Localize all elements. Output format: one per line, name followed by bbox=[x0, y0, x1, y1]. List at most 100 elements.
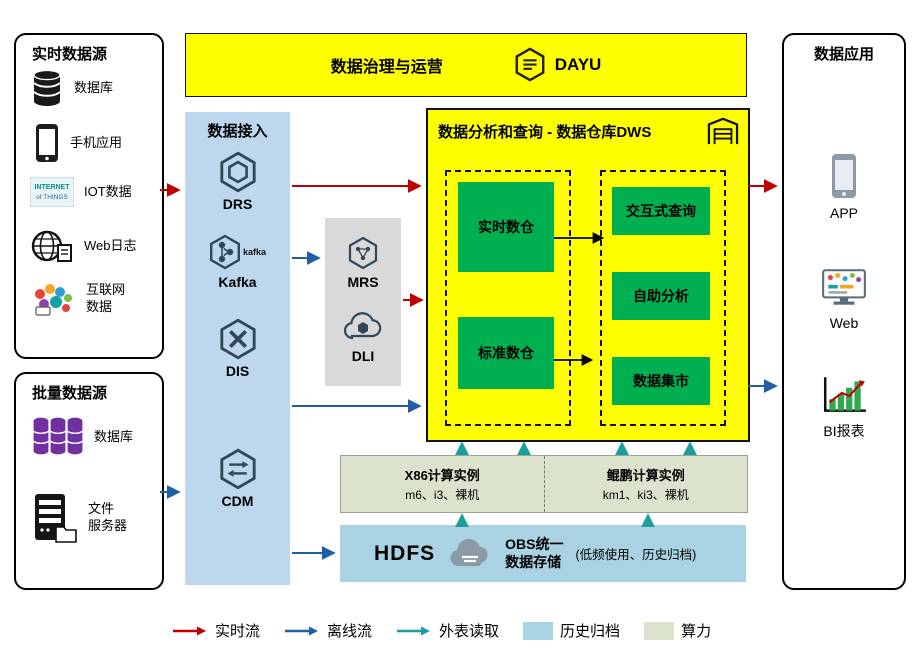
processing-item-mrs: MRS bbox=[325, 236, 401, 290]
source-item-label: 数据库 bbox=[94, 428, 134, 444]
legend-item-realtime: 实时流 bbox=[172, 620, 260, 641]
ingestion-item-cdm: CDM bbox=[185, 447, 290, 509]
dayu-logo-icon bbox=[515, 47, 545, 82]
application-item-app: APP bbox=[784, 153, 904, 221]
ingestion-item-drs: DRS bbox=[185, 150, 290, 212]
storage-box: HDFS OBS统一 数据存储 (低频使用、历史归档) bbox=[340, 525, 746, 582]
warehouse-icon bbox=[707, 117, 739, 145]
legend-item-offline: 离线流 bbox=[284, 620, 372, 641]
source-item-label: IOT数据 bbox=[84, 183, 132, 199]
dws-left-group bbox=[445, 170, 571, 426]
obs-note: (低频使用、历史归档) bbox=[575, 548, 697, 562]
compute-instances-box: X86计算实例 m6、i3、裸机 鲲鹏计算实例 km1、ki3、裸机 bbox=[340, 455, 748, 513]
compute-swatch bbox=[644, 621, 675, 640]
dayu-logo-text: DAYU bbox=[554, 55, 602, 74]
drs-hexagon-icon bbox=[219, 151, 256, 193]
application-item-label: Web bbox=[829, 315, 859, 331]
application-item-web: Web bbox=[784, 267, 904, 331]
cdm-hexagon-icon bbox=[219, 448, 256, 490]
legend-label: 实时流 bbox=[215, 623, 261, 640]
dws-header: 数据分析和查询 - 数据仓库DWS bbox=[438, 116, 740, 146]
source-item-label: 手机应用 bbox=[70, 134, 123, 150]
source-item-batch-database: 数据库 bbox=[30, 412, 133, 462]
kunpeng-compute-cell: 鲲鹏计算实例 km1、ki3、裸机 bbox=[543, 456, 748, 512]
iot-icon: INTERNET of THINGS bbox=[30, 177, 74, 207]
source-item-iot: INTERNET of THINGS IOT数据 bbox=[30, 177, 132, 207]
source-item-file-server: 文件 服务器 bbox=[30, 492, 127, 544]
dws-block-label: 数据集市 bbox=[633, 373, 689, 389]
realtime-sources-panel: 实时数据源 数据库 手机应用 INTERNET of THINGS bbox=[14, 33, 164, 359]
batch-sources-title: 批量数据源 bbox=[32, 385, 108, 402]
source-item-mobile: 手机应用 bbox=[30, 123, 122, 163]
legend-label: 离线流 bbox=[327, 623, 373, 640]
kunpeng-compute-title: 鲲鹏计算实例 bbox=[606, 468, 685, 483]
application-item-label: BI报表 bbox=[823, 423, 865, 439]
processing-box: MRS DLI bbox=[325, 218, 401, 386]
legend-label: 历史归档 bbox=[560, 623, 621, 640]
dws-block-data-mart: 数据集市 bbox=[612, 357, 710, 405]
dws-right-group bbox=[600, 170, 726, 426]
dws-box: 数据分析和查询 - 数据仓库DWS 实时数仓 标准数仓 交互式查询 自助分析 数… bbox=[426, 108, 750, 442]
legend-item-archive: 历史归档 bbox=[523, 620, 620, 641]
applications-title: 数据应用 bbox=[813, 46, 874, 63]
processing-item-label: MRS bbox=[347, 274, 379, 290]
mrs-hexagon-icon bbox=[348, 236, 378, 270]
realtime-flow-arrow-icon bbox=[173, 626, 206, 635]
dws-block-label: 交互式查询 bbox=[626, 203, 696, 219]
svg-text:of THINGS: of THINGS bbox=[36, 194, 68, 201]
purple-database-icon bbox=[32, 416, 84, 456]
ingestion-item-label: DIS bbox=[225, 363, 250, 379]
external-read-arrow-icon bbox=[397, 626, 431, 635]
bi-chart-icon bbox=[823, 377, 866, 412]
database-icon bbox=[33, 69, 61, 106]
dis-hexagon-icon bbox=[219, 318, 256, 360]
x86-compute-title: X86计算实例 bbox=[404, 468, 480, 483]
dws-block-label: 标准数仓 bbox=[478, 345, 534, 361]
data-ingestion-panel: 数据接入 DRS kafka Kafka bbox=[185, 112, 290, 585]
x86-compute-spec: m6、i3、裸机 bbox=[405, 488, 480, 502]
applications-panel: 数据应用 APP Web bbox=[782, 33, 906, 590]
offline-flow-arrow-icon bbox=[285, 626, 319, 635]
obs-cloud-icon bbox=[450, 538, 488, 566]
ingestion-item-kafka: kafka Kafka bbox=[185, 234, 290, 290]
hdfs-label: HDFS bbox=[374, 541, 436, 565]
processing-item-label: DLI bbox=[351, 348, 375, 364]
legend: 实时流 离线流 外表读取 历史归档 算力 bbox=[172, 620, 711, 641]
source-item-label: 互联网 数据 bbox=[86, 282, 126, 314]
dws-block-self-service-analysis: 自助分析 bbox=[612, 272, 710, 320]
ingestion-item-label: DRS bbox=[222, 196, 253, 212]
data-ingestion-title: 数据接入 bbox=[207, 123, 268, 140]
kunpeng-compute-spec: km1、ki3、裸机 bbox=[602, 488, 689, 502]
obs-label: OBS统一 数据存储 bbox=[505, 536, 564, 570]
svg-text:kafka: kafka bbox=[243, 247, 267, 257]
source-item-label: Web日志 bbox=[84, 237, 137, 253]
dws-block-interactive-query: 交互式查询 bbox=[612, 187, 710, 235]
source-item-weblog: Web日志 bbox=[30, 227, 137, 265]
source-item-internet: 互联网 数据 bbox=[30, 281, 125, 317]
source-item-label: 文件 服务器 bbox=[88, 501, 128, 533]
archive-swatch bbox=[523, 621, 554, 640]
weblog-icon bbox=[31, 230, 72, 262]
file-server-icon bbox=[35, 494, 77, 543]
dayu-logo: DAYU bbox=[513, 47, 602, 83]
dws-block-realtime-warehouse: 实时数仓 bbox=[458, 182, 554, 272]
web-monitor-icon bbox=[822, 269, 866, 305]
x86-compute-cell: X86计算实例 m6、i3、裸机 bbox=[341, 456, 544, 512]
realtime-sources-title: 实时数据源 bbox=[32, 46, 108, 63]
internet-cloud-icon bbox=[35, 284, 72, 316]
legend-item-external-read: 外表读取 bbox=[396, 620, 499, 641]
app-phone-icon bbox=[832, 154, 856, 198]
dws-title: 数据分析和查询 - 数据仓库DWS bbox=[438, 123, 652, 141]
legend-label: 算力 bbox=[681, 623, 712, 640]
processing-item-dli: DLI bbox=[325, 310, 401, 364]
governance-title: 数据治理与运营 bbox=[330, 59, 443, 76]
source-item-label: 数据库 bbox=[74, 79, 114, 95]
dws-block-label: 自助分析 bbox=[633, 288, 689, 304]
svg-text:INTERNET: INTERNET bbox=[35, 184, 71, 191]
batch-sources-panel: 批量数据源 数据库 bbox=[14, 372, 164, 590]
dws-block-label: 实时数仓 bbox=[478, 219, 534, 235]
governance-bar: 数据治理与运营 DAYU bbox=[185, 33, 747, 97]
application-item-bi: BI报表 bbox=[784, 375, 904, 441]
legend-label: 外表读取 bbox=[439, 623, 500, 640]
